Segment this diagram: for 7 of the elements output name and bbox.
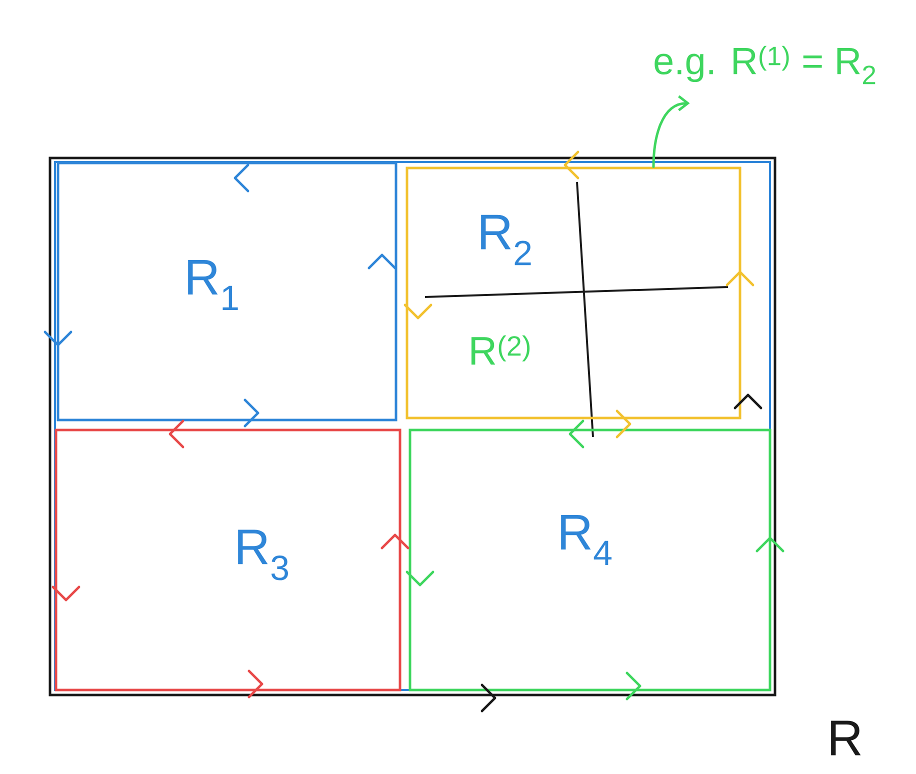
node-label: R (831, 720, 861, 756)
annotation-note: e.g. R$^{(1)}$ = R$_{2}$ (654, 46, 876, 84)
curved-arrow (652, 95, 690, 168)
subregion-label: R$^{(2)}$ (471, 335, 530, 365)
region-rectangle: R$_{3}$ (54, 428, 402, 692)
region-rectangle: R$_{1}$ (56, 162, 398, 422)
region-rectangle: R$_{4}$ (408, 428, 772, 692)
